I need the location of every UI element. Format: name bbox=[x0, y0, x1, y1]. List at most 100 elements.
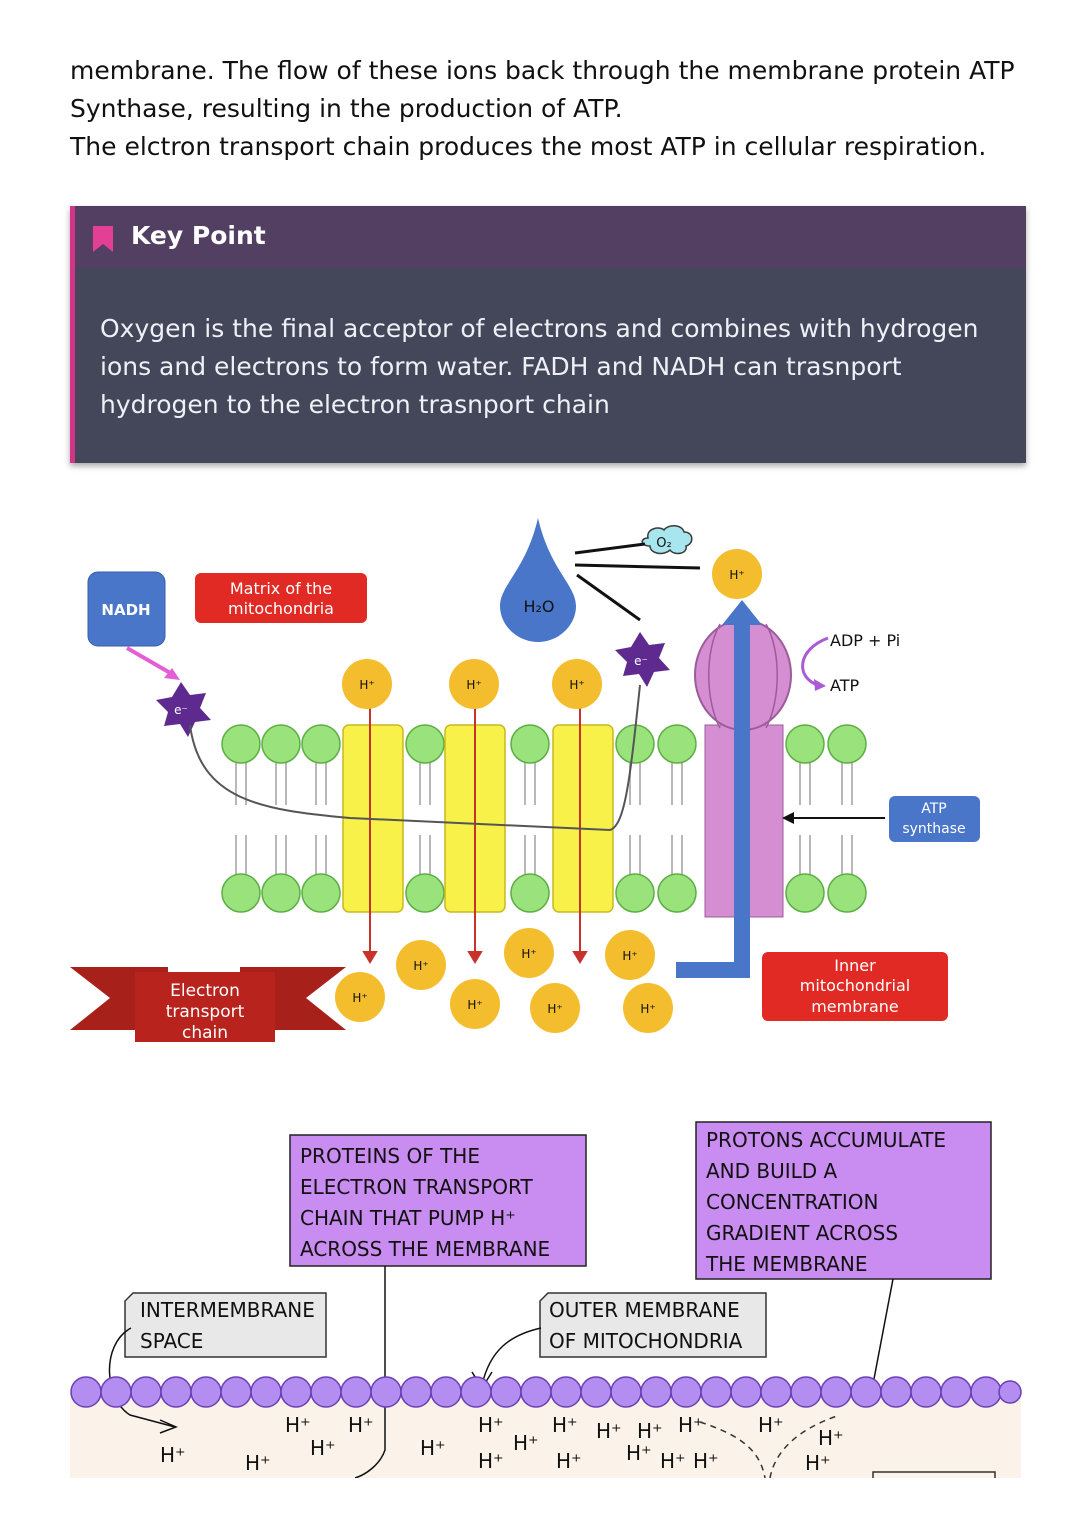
electron-star-left bbox=[156, 682, 211, 737]
gradient-note-line-3: CONCENTRATION bbox=[706, 1190, 878, 1214]
membrane-tails bbox=[235, 762, 853, 875]
sketch-box-corner bbox=[872, 1471, 996, 1478]
inner-membrane-label-2: mitochondrial bbox=[800, 976, 910, 995]
svg-text:H⁺: H⁺ bbox=[245, 1451, 271, 1475]
svg-text:H⁺: H⁺ bbox=[693, 1449, 719, 1473]
intro-line-3: The elctron transport chain produces the… bbox=[70, 132, 987, 161]
key-point-callout: Key Point Oxygen is the final acceptor o… bbox=[70, 206, 1026, 463]
svg-text:H⁺: H⁺ bbox=[160, 1443, 186, 1467]
electron-star-right bbox=[615, 632, 670, 687]
oxygen-cloud bbox=[641, 525, 693, 555]
svg-text:H⁺: H⁺ bbox=[626, 1441, 652, 1465]
o2-arrow-1 bbox=[574, 563, 701, 570]
outer-membrane-label-2: OF MITOCHONDRIA bbox=[549, 1329, 743, 1353]
svg-text:H⁺: H⁺ bbox=[678, 1413, 704, 1437]
svg-text:H⁺: H⁺ bbox=[660, 1449, 686, 1473]
nadh-arrow bbox=[125, 646, 174, 676]
etc-proteins bbox=[342, 724, 614, 913]
atp-synthase-blue-arrow bbox=[676, 600, 762, 978]
o2-arrow-2 bbox=[574, 542, 646, 555]
adp-label: ADP + Pi bbox=[830, 631, 900, 650]
nadh-label: NADH bbox=[101, 601, 150, 619]
nadh-arrow-head bbox=[164, 668, 180, 680]
svg-text:H⁺: H⁺ bbox=[478, 1413, 504, 1437]
water-drop bbox=[500, 518, 576, 642]
inner-membrane-label-3: membrane bbox=[811, 997, 899, 1016]
gradient-dashed-curve bbox=[699, 1414, 841, 1478]
key-point-header: Key Point bbox=[75, 206, 1026, 268]
matrix-label-2: mitochondria bbox=[228, 599, 334, 618]
atp-synthase-label-1: ATP bbox=[921, 801, 946, 817]
outer-membrane-label-1: OUTER MEMBRANE bbox=[549, 1298, 740, 1322]
svg-text:H⁺: H⁺ bbox=[310, 1436, 336, 1460]
etc-banner-label-3: chain bbox=[182, 1023, 228, 1043]
matrix-label-1: Matrix of the bbox=[230, 579, 332, 598]
inner-membrane-label-1: Inner bbox=[834, 956, 876, 975]
atp-synthase-lobes bbox=[708, 623, 778, 729]
svg-text:H⁺: H⁺ bbox=[359, 678, 374, 692]
membrane-heads bbox=[221, 724, 867, 913]
o2-arrow-3 bbox=[576, 573, 641, 622]
svg-text:H⁺: H⁺ bbox=[547, 1002, 562, 1016]
protons: H⁺ H⁺ H⁺ H⁺ H⁺ H⁺ H⁺ H⁺ H⁺ H⁺ H⁺ bbox=[335, 549, 762, 1033]
svg-text:H⁺: H⁺ bbox=[352, 991, 367, 1005]
adp-atp-arrow-head bbox=[814, 679, 826, 691]
svg-text:H⁺: H⁺ bbox=[348, 1413, 374, 1437]
svg-text:H⁺: H⁺ bbox=[596, 1419, 622, 1443]
svg-text:H⁺: H⁺ bbox=[818, 1426, 844, 1450]
nadh-box bbox=[87, 571, 166, 647]
atp-label: ATP bbox=[830, 676, 859, 695]
electron-label-left: e⁻ bbox=[174, 703, 188, 717]
svg-text:H⁺: H⁺ bbox=[729, 568, 744, 582]
key-point-title: Key Point bbox=[131, 221, 266, 250]
svg-text:H⁺: H⁺ bbox=[513, 1431, 539, 1455]
pump-note-line-3: CHAIN THAT PUMP H⁺ bbox=[300, 1206, 516, 1230]
svg-text:H⁺: H⁺ bbox=[521, 947, 536, 961]
svg-text:H⁺: H⁺ bbox=[285, 1413, 311, 1437]
inner-membrane-label-box bbox=[762, 952, 948, 1021]
intro-line-2: Synthase, resulting in the production of… bbox=[70, 94, 623, 123]
outer-membrane-label-box bbox=[539, 1292, 767, 1358]
sketch-diagram: PROTEINS OF THE ELECTRON TRANSPORT CHAIN… bbox=[70, 1121, 1022, 1478]
etc-banner bbox=[135, 972, 275, 1042]
adp-atp-curve bbox=[801, 636, 829, 687]
svg-text:H⁺: H⁺ bbox=[467, 998, 482, 1012]
svg-text:H⁺: H⁺ bbox=[552, 1413, 578, 1437]
electron-label-right: e⁻ bbox=[634, 654, 648, 668]
svg-text:H⁺: H⁺ bbox=[466, 678, 481, 692]
atp-synthase-pointer-head bbox=[782, 812, 794, 824]
matrix-label-box bbox=[195, 573, 367, 623]
oxygen-label: O₂ bbox=[656, 536, 671, 551]
gradient-note-line-2: AND BUILD A bbox=[706, 1159, 838, 1183]
atp-synthase-label-box bbox=[889, 796, 980, 842]
intro-line-1: membrane. The flow of these ions back th… bbox=[70, 56, 1015, 85]
outer-membrane-beads bbox=[70, 1376, 1022, 1408]
etc-banner-label-1: Electron bbox=[170, 981, 240, 1001]
gradient-note-line-5: THE MEMBRANE bbox=[705, 1252, 867, 1276]
sketch-protons: H⁺ H⁺ H⁺ H⁺ H⁺ H⁺ H⁺ H⁺ H⁺ H⁺ H⁺ H⁺ H⁺ H… bbox=[160, 1413, 844, 1475]
svg-text:H⁺: H⁺ bbox=[413, 959, 428, 973]
intro-paragraph: membrane. The flow of these ions back th… bbox=[70, 52, 1030, 166]
key-point-body: Oxygen is the final acceptor of electron… bbox=[100, 314, 979, 419]
intermembrane-label-2: SPACE bbox=[140, 1329, 203, 1353]
gradient-note-line-1: PROTONS ACCUMULATE bbox=[706, 1128, 946, 1152]
etc-diagram: NADH Matrix of the mitochondria H₂O O₂ e… bbox=[70, 518, 980, 1043]
pump-note-line-1: PROTEINS OF THE bbox=[300, 1144, 480, 1168]
pump-note-line-2: ELECTRON TRANSPORT bbox=[300, 1175, 533, 1199]
svg-text:H⁺: H⁺ bbox=[622, 949, 637, 963]
proton-pump-arrows bbox=[362, 705, 588, 964]
intermembrane-label-1: INTERMEMBRANE bbox=[140, 1298, 315, 1322]
svg-text:H⁺: H⁺ bbox=[637, 1419, 663, 1443]
pump-note-line-4: ACROSS THE MEMBRANE bbox=[300, 1237, 550, 1261]
svg-text:H⁺: H⁺ bbox=[805, 1451, 831, 1475]
svg-text:H⁺: H⁺ bbox=[758, 1413, 784, 1437]
svg-text:H⁺: H⁺ bbox=[640, 1002, 655, 1016]
electron-path bbox=[189, 684, 641, 832]
bookmark-icon bbox=[93, 226, 113, 252]
gradient-note-line-4: GRADIENT ACROSS bbox=[706, 1221, 898, 1245]
water-label: H₂O bbox=[523, 597, 554, 616]
atp-synthase-label-2: synthase bbox=[902, 821, 965, 837]
intermembrane-label-box bbox=[124, 1292, 327, 1358]
svg-text:H⁺: H⁺ bbox=[478, 1449, 504, 1473]
svg-text:H⁺: H⁺ bbox=[556, 1449, 582, 1473]
